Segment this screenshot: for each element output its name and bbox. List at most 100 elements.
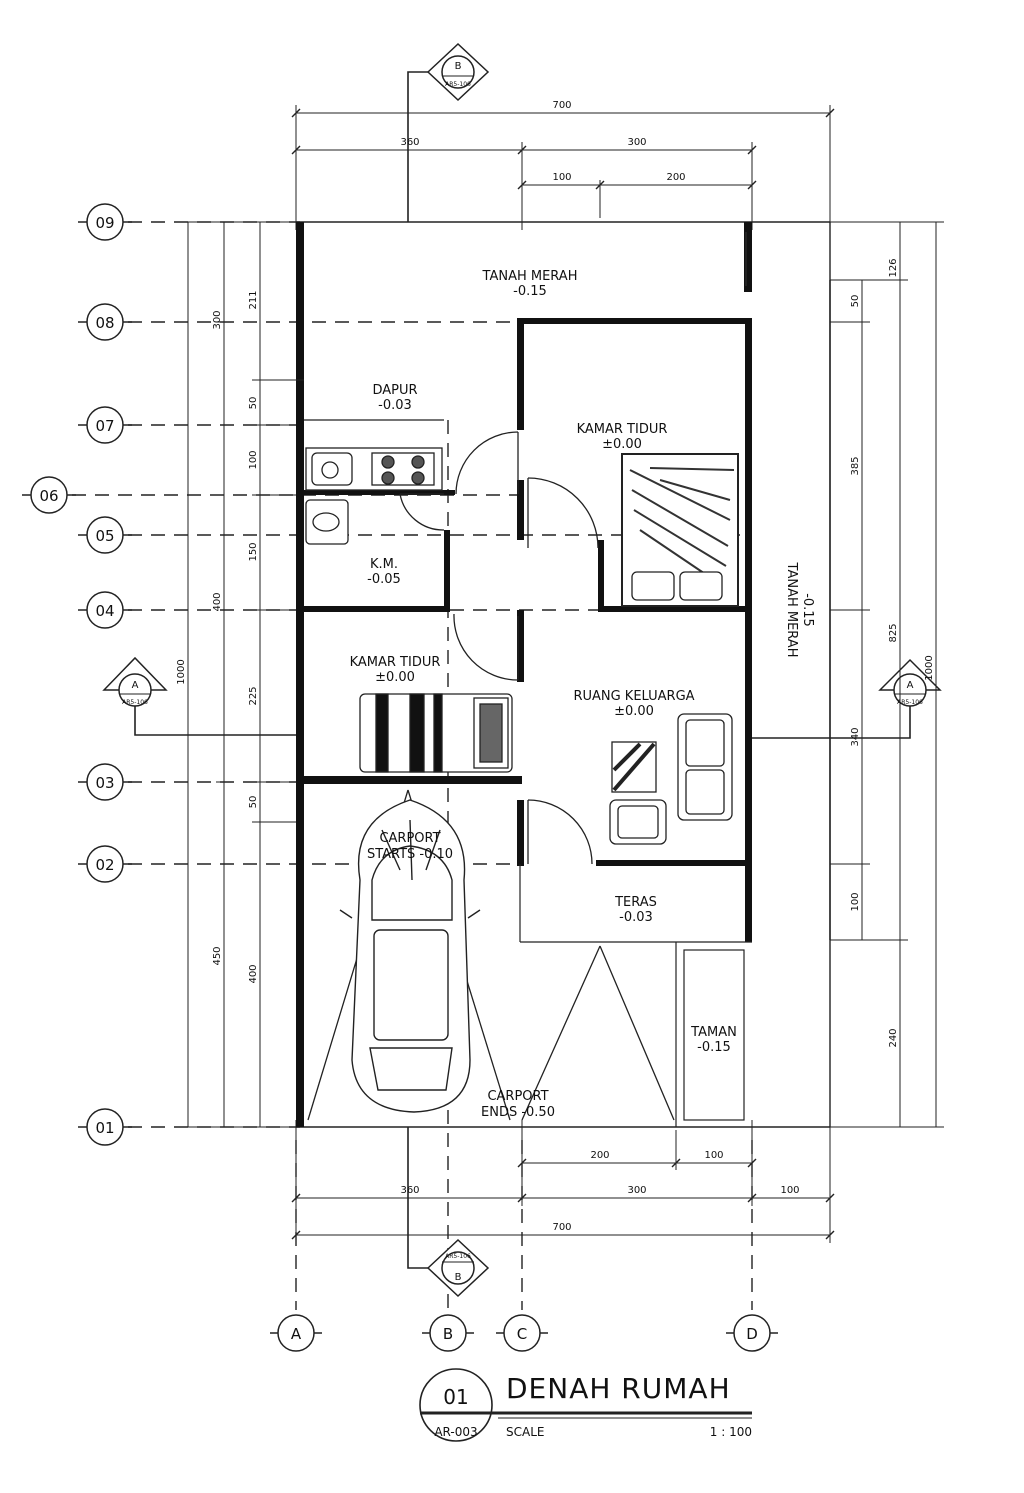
title-number: 01	[443, 1385, 468, 1409]
room-name: TANAH MERAH	[784, 562, 799, 658]
grid-row-02	[78, 845, 132, 883]
section-marker-a-left: A AR5-106	[102, 656, 300, 736]
dimension-labels: 700 360 300 100 200 200 100 360 300 100 …	[176, 100, 935, 1233]
toilet-icon	[305, 499, 349, 545]
grid-row-04	[78, 591, 132, 629]
dim-left-outer-top: 1000	[176, 659, 187, 684]
section-letter: A	[907, 680, 914, 691]
dim-right-1000: 1000	[924, 655, 935, 680]
dim-left-150: 150	[248, 542, 259, 561]
grid-col-label: C	[517, 1325, 527, 1343]
section-marker-a-right: A AR5-106	[752, 658, 942, 739]
grid-row-09	[78, 203, 132, 241]
dimension-lines	[180, 105, 944, 1243]
section-ref: AR5-106	[445, 1253, 471, 1260]
grid-row-markers	[22, 203, 132, 1146]
dim-right-126: 126	[888, 258, 899, 277]
room-name: TERAS	[614, 895, 657, 910]
room-level: STARTS -0.10	[367, 847, 453, 862]
dim-top-total: 700	[552, 100, 571, 111]
room-level: ENDS -0.50	[481, 1105, 555, 1120]
scale-value: 1 : 100	[710, 1425, 752, 1439]
grid-col-b	[422, 1314, 474, 1352]
dim-bottom-right: 100	[780, 1185, 799, 1196]
room-level: -0.15	[513, 284, 547, 299]
dim-top-sub-2: 200	[666, 172, 685, 183]
dim-right-50: 50	[850, 295, 861, 308]
grid-col-markers	[270, 1314, 778, 1352]
section-ref: AR5-106	[122, 699, 148, 706]
section-letter: B	[455, 61, 462, 72]
room-level: -0.15	[800, 593, 815, 627]
room-level: ±0.00	[375, 670, 415, 685]
grid-row-08	[78, 303, 132, 341]
dim-right-340: 340	[850, 727, 861, 746]
grid-row-label: 05	[95, 527, 114, 545]
scale-label: SCALE	[506, 1425, 544, 1439]
dim-left-outer-bottom: 450	[212, 946, 223, 965]
grid-row-label: 03	[95, 774, 114, 792]
grid-row-06	[22, 476, 76, 514]
room-name: CARPORT	[379, 831, 440, 846]
dim-right-100: 100	[850, 892, 861, 911]
section-marker-b-bottom: AR5-106 B	[407, 1127, 490, 1298]
room-name: KAMAR TIDUR	[350, 655, 441, 670]
dim-top-left: 360	[400, 137, 419, 148]
dim-left-mid-top: 300	[212, 310, 223, 329]
room-name: TAMAN	[690, 1025, 737, 1040]
walls	[296, 222, 752, 1127]
room-labels: TANAH MERAH -0.15 DAPUR -0.03 KAMAR TIDU…	[350, 269, 815, 1120]
dim-top-right: 300	[627, 137, 646, 148]
grid-col-d	[726, 1314, 778, 1352]
room-name: KAMAR TIDUR	[577, 422, 668, 437]
interior-lines	[296, 232, 752, 1127]
kitchen-fixtures	[305, 447, 443, 491]
dim-right-385: 385	[850, 456, 861, 475]
room-level: -0.03	[378, 398, 412, 413]
grid-row-label: 07	[95, 417, 114, 435]
section-letter: B	[455, 1272, 462, 1283]
dim-left-50a: 50	[248, 397, 259, 410]
bed-icon	[621, 453, 739, 607]
grid-row-03	[78, 763, 132, 801]
grid-row-05	[78, 516, 132, 554]
room-level: ±0.00	[602, 437, 642, 452]
dim-left-100: 100	[248, 450, 259, 469]
site-boundary	[296, 221, 831, 1128]
grid-row-label: 08	[95, 314, 114, 332]
car-icon	[339, 799, 481, 1113]
section-ref: AR5-106	[445, 81, 471, 88]
room-level: ±0.00	[614, 704, 654, 719]
dim-left-400: 400	[248, 964, 259, 983]
grid-col-a	[270, 1314, 322, 1352]
grid-row-label: 04	[95, 602, 114, 620]
dim-right-240: 240	[888, 1028, 899, 1047]
grid-col-label: D	[746, 1325, 758, 1343]
grid-col-label: A	[291, 1325, 302, 1343]
dim-bottom-sub-1: 200	[590, 1150, 609, 1161]
room-name: DAPUR	[372, 383, 417, 398]
dimension-ticks	[291, 108, 835, 1240]
sheet-number: AR-003	[434, 1425, 477, 1439]
grid-row-label: 06	[39, 487, 58, 505]
sofa-icon	[609, 713, 733, 845]
room-name: TANAH MERAH	[482, 269, 578, 284]
dim-bottom-mid: 300	[627, 1185, 646, 1196]
dim-left-211: 211	[248, 290, 259, 309]
grid-col-labels: A B C D	[291, 1325, 758, 1343]
room-level: -0.03	[619, 910, 653, 925]
drawing-title: DENAH RUMAH	[506, 1372, 731, 1405]
room-name: CARPORT	[487, 1089, 548, 1104]
dim-left-mid: 400	[212, 592, 223, 611]
grid-row-07	[78, 406, 132, 444]
dim-bottom-left: 360	[400, 1185, 419, 1196]
section-marker-b-top: B AR5-106	[407, 42, 490, 222]
dim-bottom-sub-2: 100	[704, 1150, 723, 1161]
dim-left-225: 225	[248, 686, 259, 705]
grid-col-label: B	[443, 1325, 453, 1343]
grid-row-labels: 09 08 07 06 05 04 03 02 01	[39, 214, 114, 1137]
bed-icon	[359, 693, 513, 773]
grid-row-label: 09	[95, 214, 114, 232]
grid-row-label: 02	[95, 856, 114, 874]
